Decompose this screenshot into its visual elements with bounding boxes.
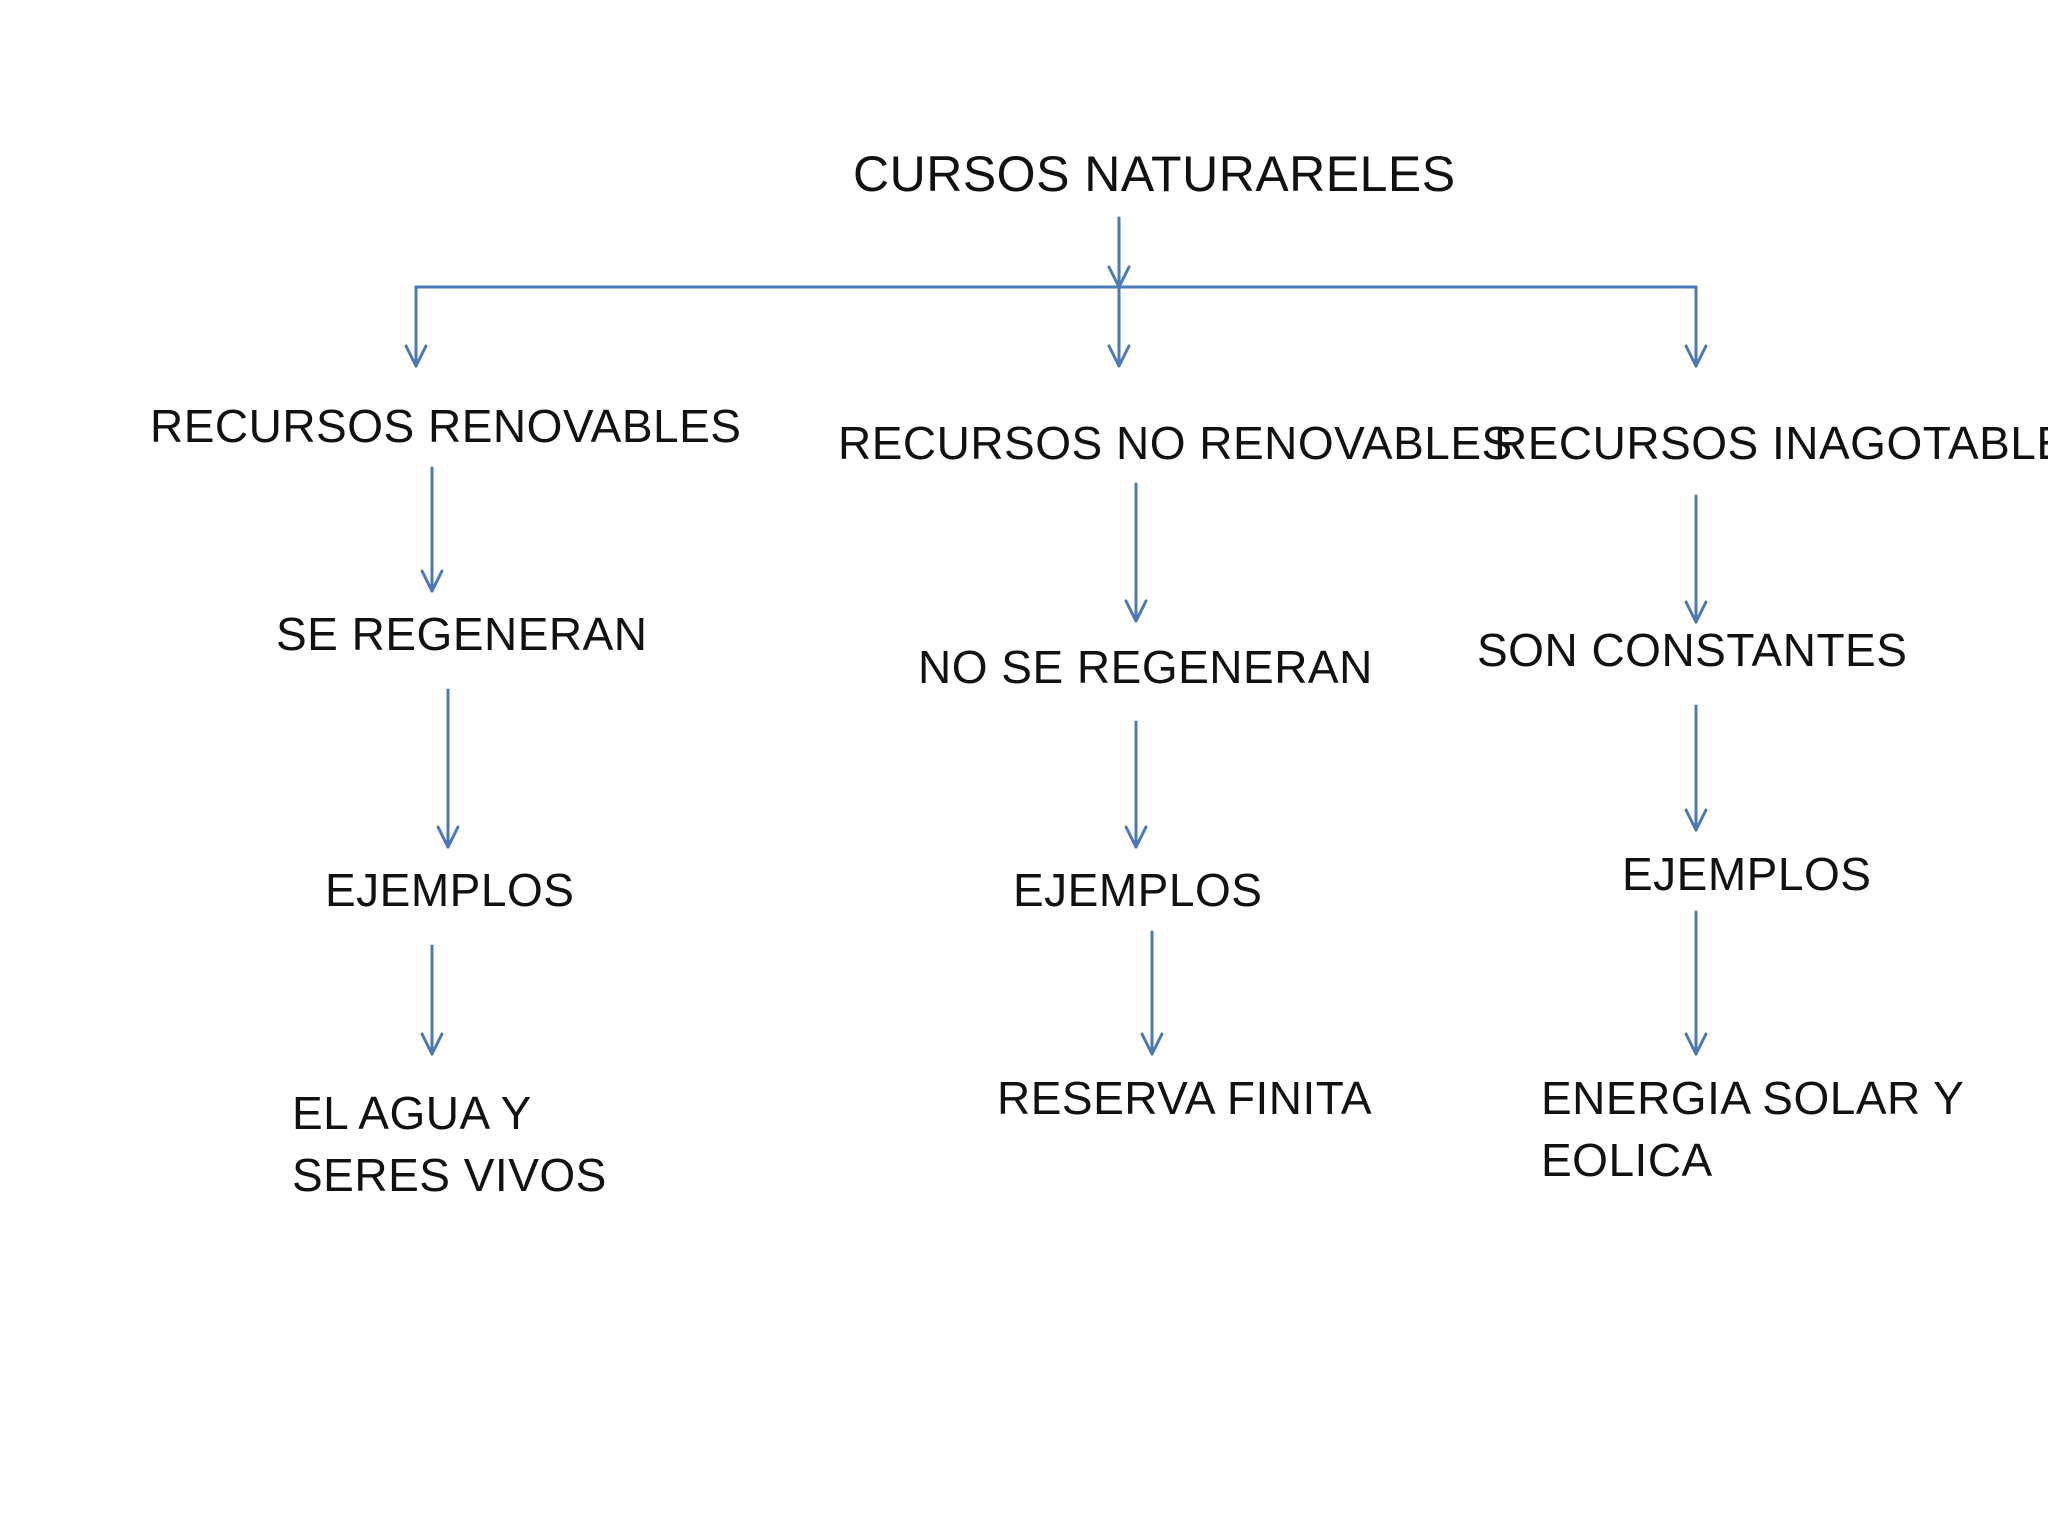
example-line: EOLICA <box>1541 1134 1713 1186</box>
node-category-no-renovables: RECURSOS NO RENOVABLES <box>838 417 1513 469</box>
node-examples-inagotables: ENERGIA SOLAR Y EOLICA <box>1541 1067 1964 1191</box>
arrowhead <box>404 344 428 368</box>
arrowhead <box>1140 1032 1164 1056</box>
diagram-title: CURSOS NATURARELES <box>853 146 1456 202</box>
node-trait-renovables: SE REGENERAN <box>276 608 648 660</box>
node-trait-no-renovables: NO SE REGENERAN <box>918 641 1373 693</box>
example-line: ENERGIA SOLAR Y <box>1541 1072 1965 1124</box>
example-line: SERES VIVOS <box>292 1149 607 1201</box>
example-line: RESERVA FINITA <box>997 1072 1373 1124</box>
arrowhead <box>1124 825 1148 849</box>
node-examples-heading-renovables: EJEMPLOS <box>325 864 575 916</box>
arrowhead <box>1684 600 1708 624</box>
arrowhead <box>1107 344 1131 368</box>
node-examples-renovables: EL AGUA Y SERES VIVOS <box>292 1082 607 1206</box>
arrowhead <box>1684 344 1708 368</box>
arrowhead <box>420 569 444 593</box>
node-category-renovables: RECURSOS RENOVABLES <box>150 400 742 452</box>
node-examples-heading-inagotables: EJEMPLOS <box>1622 848 1872 900</box>
node-examples-heading-no-renovables: EJEMPLOS <box>1013 864 1263 916</box>
arrowhead <box>420 1032 444 1056</box>
example-line: EL AGUA Y <box>292 1087 532 1139</box>
arrowhead <box>1684 1032 1708 1056</box>
arrowhead <box>436 825 460 849</box>
node-examples-no-renovables: RESERVA FINITA <box>997 1067 1372 1129</box>
arrowhead <box>1684 808 1708 832</box>
arrowhead <box>1124 599 1148 623</box>
node-category-inagotables: RECURSOS INAGOTABLES <box>1494 417 2048 469</box>
node-trait-inagotables: SON CONSTANTES <box>1477 624 1908 676</box>
